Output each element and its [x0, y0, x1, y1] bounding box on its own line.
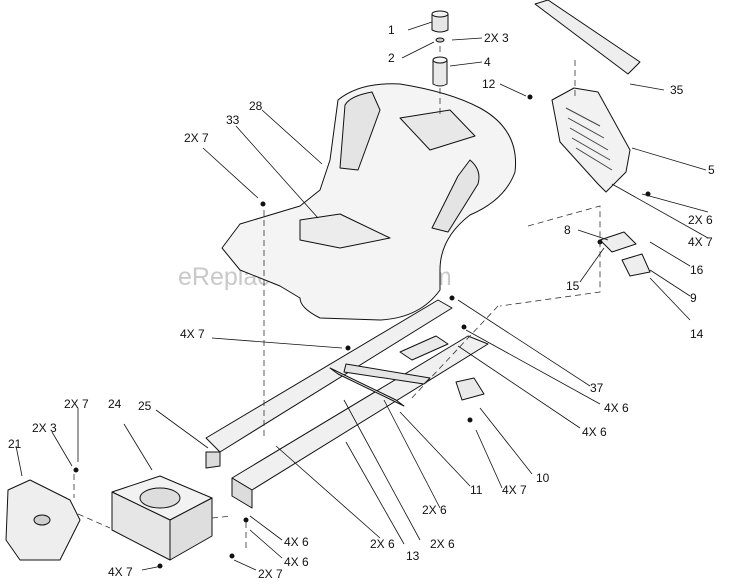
label-11: 11	[470, 483, 483, 497]
callouts: 1 2 2X 3 4 35 12 28 33 2X 7 5 2X 6 4X 7 …	[8, 23, 715, 581]
label-35: 35	[670, 83, 684, 97]
label-4x6-c: 4X 6	[284, 535, 309, 549]
label-4x6-d: 4X 6	[284, 555, 309, 569]
part-panel	[551, 87, 631, 193]
label-21: 21	[8, 437, 22, 451]
assembly-lines	[73, 46, 601, 548]
label-1: 1	[388, 23, 395, 37]
part-base-plate	[111, 475, 213, 561]
part-cap	[431, 10, 449, 33]
label-4x6-b: 4X 6	[582, 425, 607, 439]
label-2x3-top: 2X 3	[484, 31, 509, 45]
part-left-bracket	[5, 479, 81, 561]
label-12: 12	[482, 77, 496, 91]
label-9: 9	[690, 291, 697, 305]
label-14: 14	[690, 327, 704, 341]
part-bar	[534, 0, 641, 75]
label-2x6-e: 2X 6	[370, 537, 395, 551]
label-4x7-right: 4X 7	[688, 235, 713, 249]
label-8: 8	[564, 223, 571, 237]
label-2x3-b: 2X 3	[32, 421, 57, 435]
label-16: 16	[690, 263, 704, 277]
part-frame	[205, 299, 489, 509]
label-2x7-left: 2X 7	[184, 131, 209, 145]
label-15: 15	[566, 279, 580, 293]
part-washer	[435, 37, 445, 43]
label-2x6-c: 2X 6	[422, 503, 447, 517]
label-28: 28	[249, 99, 263, 113]
label-4x7-mid: 4X 7	[180, 327, 205, 341]
label-2: 2	[388, 51, 395, 65]
label-2x6-right: 2X 6	[688, 213, 713, 227]
label-25: 25	[138, 399, 152, 413]
part-spacer	[432, 56, 448, 87]
leader-lines	[15, 21, 709, 571]
label-24: 24	[108, 397, 122, 411]
label-2x7-c: 2X 7	[258, 567, 283, 581]
label-4: 4	[484, 55, 491, 69]
label-10: 10	[536, 471, 550, 485]
label-2x6-d: 2X 6	[430, 537, 455, 551]
part-fender	[221, 83, 517, 321]
label-4x7-b: 4X 7	[108, 565, 133, 579]
label-2x7-b: 2X 7	[64, 397, 89, 411]
label-4x7-br: 4X 7	[502, 483, 527, 497]
label-33: 33	[226, 113, 240, 127]
label-5: 5	[708, 163, 715, 177]
label-13: 13	[406, 549, 420, 563]
label-4x6-a: 4X 6	[604, 401, 629, 415]
part-bracket	[599, 231, 651, 277]
label-37: 37	[590, 381, 604, 395]
